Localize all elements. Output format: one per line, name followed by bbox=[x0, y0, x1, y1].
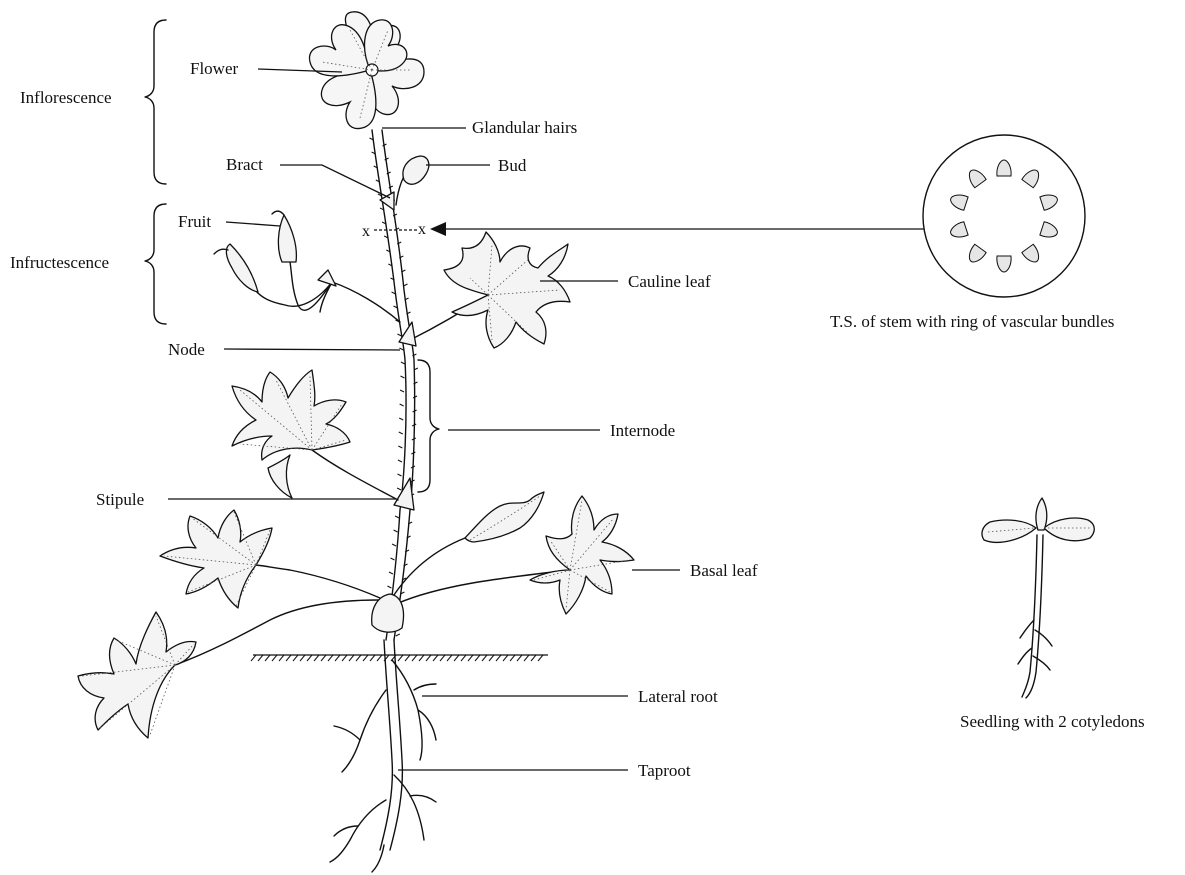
label-node: Node bbox=[168, 340, 205, 359]
label-taproot: Taproot bbox=[638, 761, 691, 780]
cut-mark-left: x bbox=[362, 223, 370, 240]
label-infructescence: Infructescence bbox=[10, 253, 109, 272]
mid-leaf bbox=[232, 370, 398, 500]
root-system bbox=[330, 640, 436, 872]
lower-stipule bbox=[394, 478, 414, 510]
fruit-cluster bbox=[214, 211, 400, 322]
label-cauline-leaf: Cauline leaf bbox=[628, 272, 711, 291]
label-bract: Bract bbox=[226, 155, 263, 174]
label-flower: Flower bbox=[190, 59, 239, 78]
cotyledon-left bbox=[982, 520, 1036, 542]
label-lateral-root: Lateral root bbox=[638, 687, 718, 706]
label-stipule: Stipule bbox=[96, 490, 144, 509]
bud bbox=[396, 156, 429, 205]
plumule bbox=[1036, 498, 1047, 530]
infructescence-brace bbox=[145, 204, 166, 324]
caption-seedling: Seedling with 2 cotyledons bbox=[960, 712, 1145, 731]
stem-cross-section bbox=[923, 135, 1085, 297]
seedling bbox=[982, 498, 1094, 698]
label-internode: Internode bbox=[610, 421, 675, 440]
flower bbox=[309, 12, 424, 129]
internode-brace bbox=[418, 360, 439, 492]
caption-cross-section: T.S. of stem with ring of vascular bundl… bbox=[830, 312, 1114, 331]
label-bud: Bud bbox=[498, 156, 527, 175]
label-fruit: Fruit bbox=[178, 212, 211, 231]
soil-line bbox=[251, 655, 548, 661]
section-cut-marker: x x bbox=[362, 221, 925, 240]
cauline-leaf bbox=[410, 232, 570, 348]
basal-leaf-upper-right bbox=[392, 492, 544, 598]
cotyledon-right bbox=[1044, 518, 1094, 541]
label-basal-leaf: Basal leaf bbox=[690, 561, 758, 580]
label-inflorescence: Inflorescence bbox=[20, 88, 112, 107]
cut-mark-right: x bbox=[418, 221, 426, 238]
label-glandular-hairs: Glandular hairs bbox=[472, 118, 577, 137]
arrow-head-icon bbox=[430, 222, 446, 236]
basal-leaf-far-left bbox=[78, 600, 378, 738]
basal-leaf-left bbox=[160, 510, 380, 608]
inflorescence-brace bbox=[145, 20, 166, 184]
